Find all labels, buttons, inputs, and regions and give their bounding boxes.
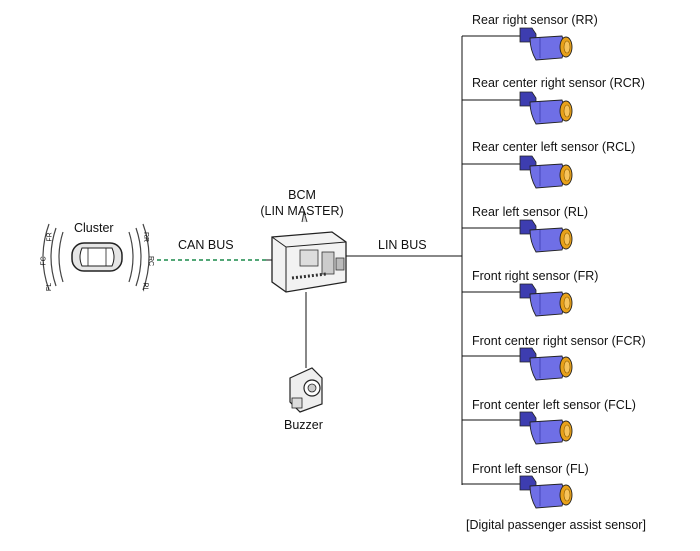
can-bus-label: CAN BUS bbox=[178, 238, 234, 252]
cluster-right-label-rr: RR bbox=[142, 231, 150, 243]
cluster-left-label-fr: FR bbox=[46, 232, 54, 242]
buzzer-label: Buzzer bbox=[284, 418, 323, 432]
bcm-module bbox=[266, 211, 347, 293]
sensor-label-rcl: Rear center left sensor (RCL) bbox=[472, 140, 636, 154]
sensor-layer bbox=[462, 27, 573, 509]
sensor-rr-icon bbox=[462, 27, 573, 61]
sensor-label-fr: Front right sensor (FR) bbox=[472, 269, 599, 283]
cluster-illustration bbox=[42, 223, 150, 291]
sensor-label-rl: Rear left sensor (RL) bbox=[472, 205, 589, 219]
sensor-fl-icon bbox=[462, 475, 573, 509]
sensor-label-rcr: Rear center right sensor (RCR) bbox=[472, 76, 645, 90]
buzzer-illustration bbox=[289, 367, 323, 413]
sensor-rcr-icon bbox=[462, 91, 573, 125]
sensor-rcl-icon bbox=[462, 155, 573, 189]
diagram-caption: [Digital passenger assist sensor] bbox=[466, 518, 646, 532]
sensor-fcr-icon bbox=[462, 347, 573, 381]
lin-bus-label: LIN BUS bbox=[378, 238, 427, 252]
cluster-right-label-rc: RC bbox=[147, 255, 155, 267]
sensor-fcl-icon bbox=[462, 411, 573, 445]
cluster-left-label-fc: FC bbox=[40, 256, 48, 266]
sensor-label-fcr: Front center right sensor (FCR) bbox=[472, 334, 646, 348]
cluster-left-label-fl: FL bbox=[46, 282, 54, 292]
sensor-rl-icon bbox=[462, 219, 573, 253]
cluster-right-label-rl: RL bbox=[141, 282, 149, 292]
sensor-label-fl: Front left sensor (FL) bbox=[472, 462, 589, 476]
sensor-label-rr: Rear right sensor (RR) bbox=[472, 13, 598, 27]
bcm-label-line2: (LIN MASTER) bbox=[260, 204, 344, 218]
sensor-fr-icon bbox=[462, 283, 573, 317]
cluster-label: Cluster bbox=[74, 221, 114, 235]
bcm-label-line1: BCM bbox=[288, 188, 316, 202]
sensor-label-fcl: Front center left sensor (FCL) bbox=[472, 398, 636, 412]
